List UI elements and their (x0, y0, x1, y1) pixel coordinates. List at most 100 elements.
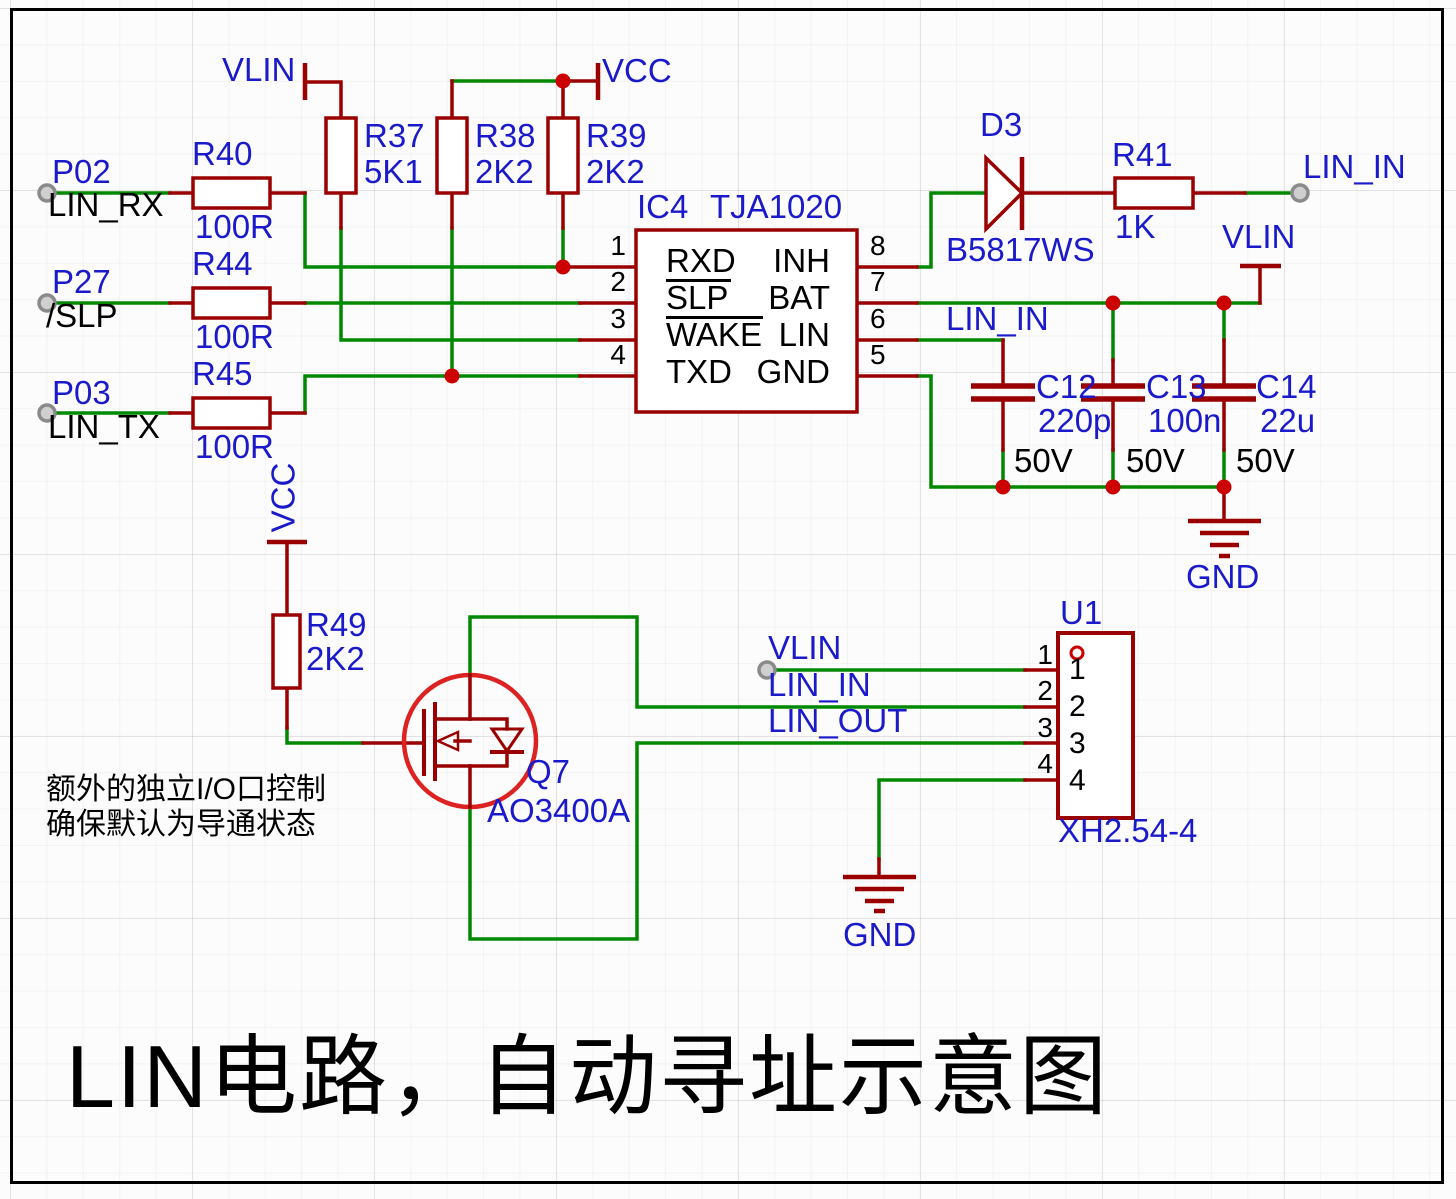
resistor-r45-body (191, 396, 272, 430)
vlin-right-label: VLIN (1222, 218, 1296, 255)
resistor-r37-body (324, 116, 358, 195)
body-diode-triangle (489, 727, 525, 754)
ic4-pin-lin: LIN (778, 316, 830, 353)
wire-source-lin-out (468, 741, 1027, 941)
r40-value: 100R (195, 208, 274, 245)
diode-d3-symbol (984, 153, 1025, 234)
ic4-pin3-num: 3 (610, 303, 626, 334)
net-lin-in-wire: LIN_IN (946, 300, 1049, 337)
r44-ref: R44 (192, 245, 253, 282)
resistor-bodies (191, 116, 1195, 690)
wire-inh-diode (915, 191, 988, 269)
vlin-top-label: VLIN (222, 51, 296, 88)
u1-pin4-num-inner: 4 (1069, 764, 1086, 797)
ic4-pin5-num: 5 (870, 339, 886, 370)
u1-pin2-num-outer: 2 (1037, 675, 1053, 706)
gnd-symbol-u1 (843, 874, 916, 914)
component-leads (168, 79, 1262, 877)
resistor-r40-body (191, 176, 272, 210)
ic4-part: TJA1020 (710, 188, 843, 225)
port-lin-in-net: LIN_IN (1303, 148, 1406, 185)
wire-gnd-caps (915, 374, 1226, 489)
gnd-u1-label: GND (843, 916, 917, 953)
wire-txd (303, 374, 582, 415)
u1-part: XH2.54-4 (1058, 812, 1198, 849)
u1-pin1-marker (1069, 645, 1085, 661)
ic4-pin7-num: 7 (870, 266, 886, 297)
d3-ref: D3 (980, 106, 1023, 143)
r41-value: 1K (1115, 208, 1156, 245)
power-symbols (267, 63, 1281, 545)
resistor-r41-body (1113, 176, 1195, 210)
c14-value: 22u (1260, 402, 1316, 439)
gnd-symbol-caps (1188, 518, 1261, 559)
ic4-pin4-num: 4 (610, 339, 626, 370)
r44-value: 100R (195, 318, 274, 355)
u1-pin2-num-inner: 2 (1069, 690, 1086, 723)
ic4-pin2-num: 2 (610, 266, 626, 297)
c14-voltage: 50V (1236, 442, 1295, 479)
ic4-body (634, 228, 859, 414)
wire-r37-wake (339, 226, 582, 342)
ic4-pin-slp: SLP (666, 279, 729, 316)
pad-p27 (37, 293, 57, 313)
r49-value: 2K2 (306, 640, 365, 677)
u1-pin1-num-outer: 1 (1037, 639, 1053, 670)
port-p27-net: /SLP (46, 297, 118, 334)
ic4-pin1-num: 1 (610, 230, 626, 261)
port-p27-pin: P27 (52, 263, 111, 300)
r40-ref: R40 (192, 135, 253, 172)
ic4-pin-inh: INH (773, 242, 830, 279)
ic4-pin-bat: BAT (768, 279, 830, 316)
wires (45, 79, 1302, 941)
resistor-r38-body (435, 116, 469, 195)
c13-value: 100n (1148, 402, 1222, 439)
pad-u1-vlin (757, 660, 777, 680)
ic4-pin-gnd: GND (756, 353, 830, 390)
port-p02-pin: P02 (52, 153, 111, 190)
resistor-r39-body (546, 116, 580, 195)
c13-ref: C13 (1146, 368, 1207, 405)
d3-part: B5817WS (946, 231, 1095, 268)
ic4-pin6-num: 6 (870, 303, 886, 334)
r41-ref: R41 (1112, 136, 1173, 173)
diode-triangle (984, 153, 1025, 234)
pad-p03 (37, 403, 57, 423)
r45-ref: R45 (192, 355, 253, 392)
r39-ref: R39 (586, 117, 647, 154)
ic4-pin-rxd: RXD (666, 242, 736, 279)
q7-ref: Q7 (526, 753, 571, 790)
u1-pin3-num-inner: 3 (1069, 727, 1086, 760)
c14-ref: C14 (1256, 368, 1317, 405)
mosfet-q7-symbol (401, 672, 539, 810)
r38-ref: R38 (475, 117, 536, 154)
c12-value: 220p (1038, 402, 1112, 439)
net-u1-vlin: VLIN (768, 629, 842, 666)
vcc-top-label: VCC (602, 52, 672, 89)
capacitor-c12-plates (971, 383, 1035, 402)
c12-ref: C12 (1036, 368, 1097, 405)
junction-dots (444, 73, 1232, 495)
wire-drain-lin-in (468, 615, 1027, 709)
net-u1-lin-in: LIN_IN (768, 666, 871, 703)
wire-rxd (303, 191, 565, 269)
c12-voltage: 50V (1014, 442, 1073, 479)
port-p03-net: LIN_TX (48, 408, 160, 445)
port-pads (37, 183, 1310, 680)
ic4-ref: IC4 (637, 188, 689, 225)
u1-pin1-num-inner: 1 (1069, 653, 1086, 686)
ic4-pin8-num: 8 (870, 230, 886, 261)
u1-pin4-num-outer: 4 (1037, 748, 1053, 779)
r37-ref: R37 (364, 117, 425, 154)
wire-u1-gnd (877, 778, 1027, 861)
ic4-pin-wake: WAKE (666, 316, 762, 353)
q7-part: AO3400A (487, 792, 631, 829)
r38-value: 2K2 (475, 153, 534, 190)
capacitor-c13-plates (1081, 383, 1145, 402)
connector-u1-body (1056, 631, 1135, 820)
r39-value: 2K2 (586, 153, 645, 190)
sheet-border (10, 8, 1444, 1184)
annotation-line1: 额外的独立I/O口控制 (46, 773, 327, 806)
